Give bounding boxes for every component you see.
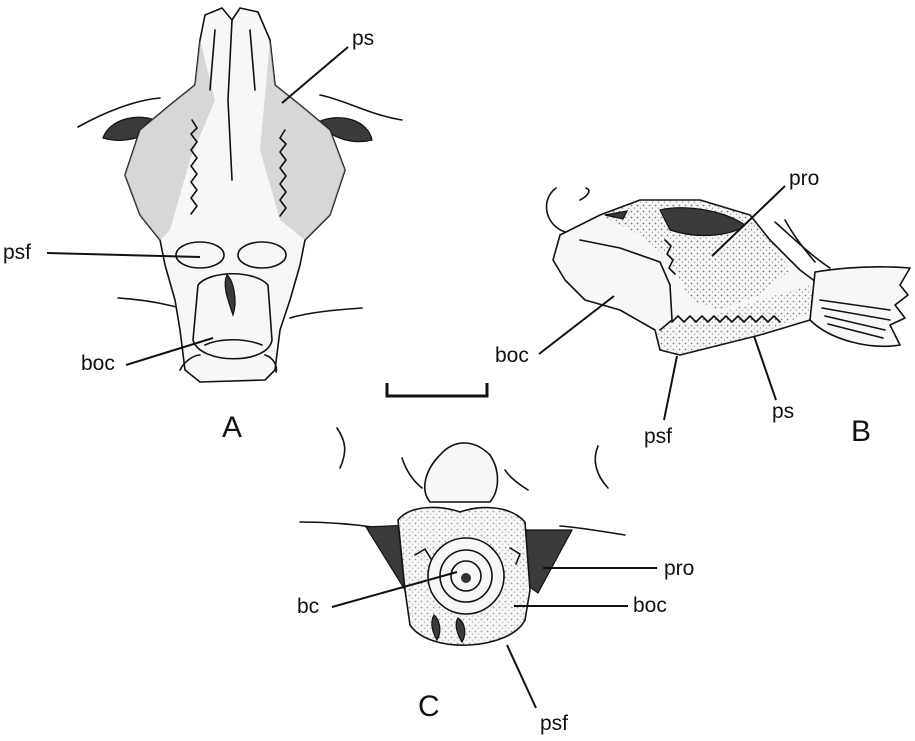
label-a-boc: boc	[81, 352, 115, 375]
label-c-pro: pro	[664, 557, 694, 580]
label-b-boc: boc	[495, 344, 529, 367]
leader-a-ps	[282, 47, 348, 103]
label-c-boc: boc	[633, 594, 667, 617]
panel-a-letter: A	[222, 411, 242, 444]
leader-b-boc	[539, 296, 614, 354]
label-b-psf: psf	[644, 425, 672, 448]
panel-a-drawing	[78, 8, 402, 382]
label-c-psf: psf	[540, 712, 568, 735]
label-a-ps: ps	[352, 27, 374, 50]
panel-b-letter: B	[851, 415, 871, 448]
label-b-ps: ps	[772, 400, 794, 423]
leader-b-ps	[754, 336, 776, 400]
leader-c-psf	[507, 645, 536, 708]
panel-c-drawing	[300, 428, 625, 645]
label-a-psf: psf	[3, 241, 31, 264]
panel-c-letter: C	[418, 690, 440, 723]
scale-bar	[387, 383, 487, 396]
label-c-bc: bc	[297, 595, 319, 618]
label-b-pro: pro	[789, 167, 819, 190]
leader-b-psf	[664, 356, 677, 420]
panel-b-drawing	[546, 188, 910, 355]
